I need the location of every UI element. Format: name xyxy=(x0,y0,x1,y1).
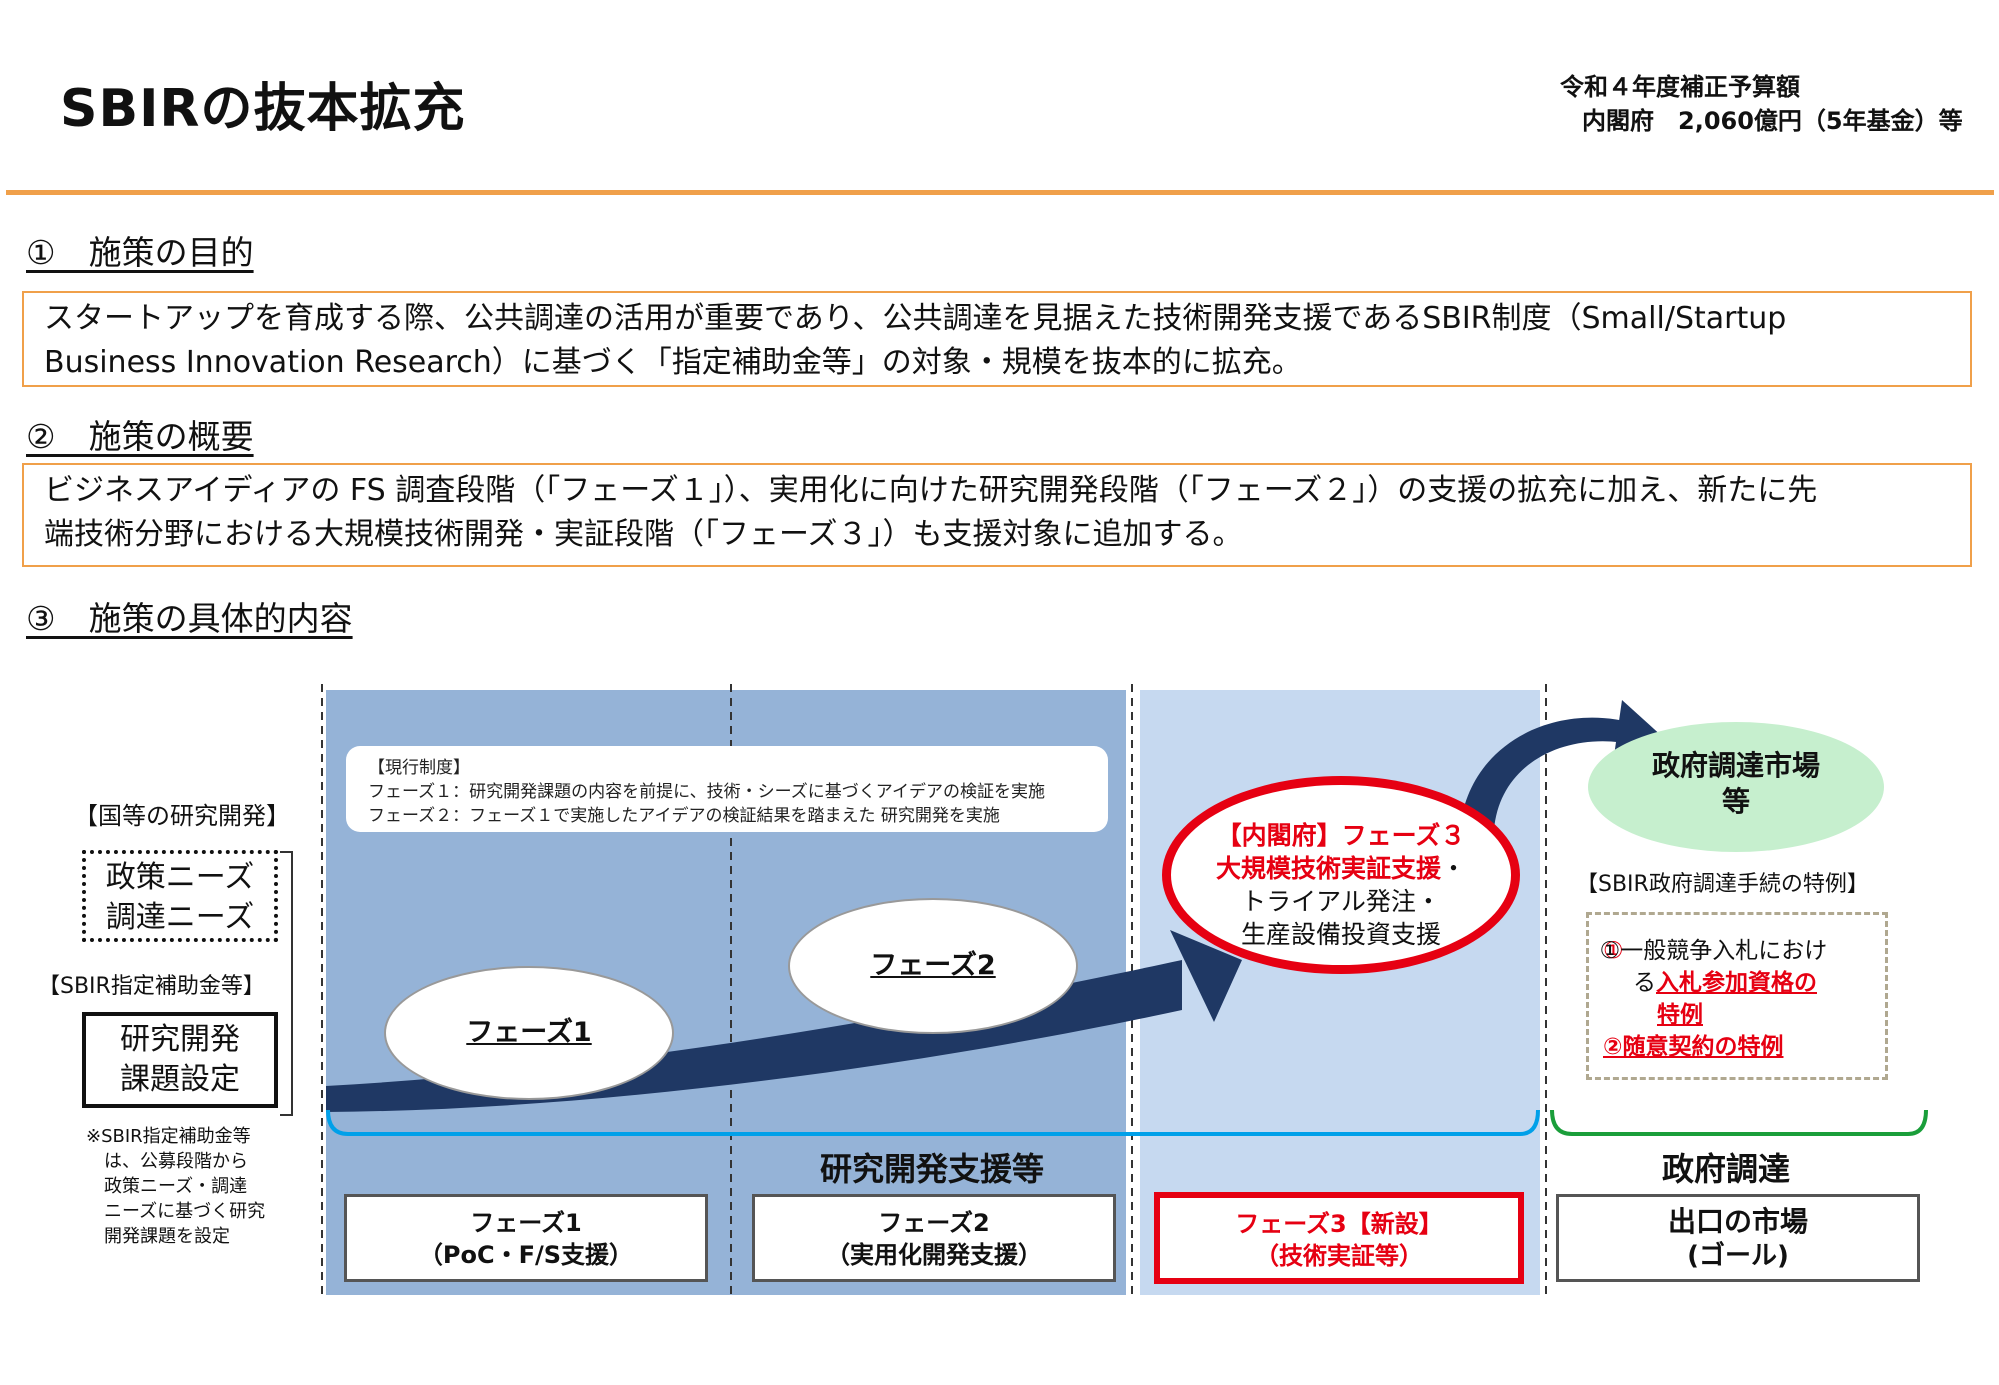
special-item-2: ②随意契約の特例 xyxy=(1603,1034,1784,1060)
note-line: 開発課題を設定 xyxy=(86,1226,230,1247)
purpose-text-2: Business Innovation Research）に基づく「指定補助金等… xyxy=(44,345,1302,380)
current-system-line-2: フェーズ２：フェーズ１で実施したアイデアの検証結果を踏まえた 研究開発を実施 xyxy=(368,806,1000,826)
special-item-1: ①①一般競争入札におけ xyxy=(1599,935,1885,967)
note-line: 政策ニーズ・調達 xyxy=(86,1176,248,1197)
overview-text-1: ビジネスアイディアの FS 調査段階（「フェーズ１」）、実用化に向けた研究開発段… xyxy=(44,473,1818,508)
goal-line-1: 出口の市場 xyxy=(1667,1205,1808,1238)
budget-line-2: 内閣府 2,060億円（5年基金）等 xyxy=(1582,107,1963,135)
special-procedures-box: ①①一般競争入札におけ る入札参加資格の 特例 ②随意契約の特例 xyxy=(1586,912,1888,1080)
market-line-1: 政府調達市場 xyxy=(1651,749,1820,782)
details-heading: ③ 施策の具体的内容 xyxy=(26,599,353,638)
goal-market-box: 出口の市場 (ゴール) xyxy=(1556,1194,1920,1282)
policy-needs: 政策ニーズ xyxy=(105,860,255,895)
phase1-box: フェーズ1 （PoC・F/S支援） xyxy=(344,1194,708,1282)
phase1-box-line-1: フェーズ1 xyxy=(470,1209,582,1237)
overview-text-2: 端技術分野における大規模技術開発・実証段階（「フェーズ３」）も支援対象に追加する… xyxy=(44,517,1243,552)
topic-setting-line-1: 研究開発 xyxy=(120,1022,240,1057)
special-item-1b: る xyxy=(1633,970,1656,996)
page-title: SBIRの抜本拡充 xyxy=(60,79,466,139)
special-item-1d: 特例 xyxy=(1657,1002,1703,1028)
current-system-box: 【現行制度】 フェーズ１：研究開発課題の内容を前提に、技術・シーズに基づくアイデ… xyxy=(346,746,1108,832)
phase3-box-line-2: （技術実証等） xyxy=(1255,1242,1423,1270)
budget-line-1: 令和４年度補正予算額 xyxy=(1560,73,1800,101)
special-item-1a: ①一般競争入札におけ xyxy=(1599,938,1828,964)
subsidy-note: ※SBIR指定補助金等 は、公募段階から 政策ニーズ・調達 ニーズに基づく研究 … xyxy=(86,1124,265,1249)
current-system-title: 【現行制度】 xyxy=(368,758,470,778)
topic-setting-box: 研究開発 課題設定 xyxy=(82,1012,278,1108)
label-sbir-subsidy: 【SBIR指定補助金等】 xyxy=(38,974,265,999)
special-item-1-cont: る入札参加資格の xyxy=(1603,967,1885,999)
header-divider xyxy=(6,190,1994,195)
phase3-box-line-1: フェーズ3【新設】 xyxy=(1235,1210,1443,1238)
label-national-rd: 【国等の研究開発】 xyxy=(74,802,290,830)
gov-procurement-label: 政府調達 xyxy=(1662,1150,1791,1188)
phase3-circle: 【内閣府】フェーズ３ 大規模技術実証支援・ トライアル発注・ 生産設備投資支援 xyxy=(1162,776,1520,974)
government-market-ellipse: 政府調達市場 等 xyxy=(1588,722,1884,852)
goal-line-2: (ゴール) xyxy=(1687,1241,1789,1271)
market-line-2: 等 xyxy=(1721,785,1750,818)
special-item-1c: 入札参加資格の xyxy=(1656,970,1817,996)
procurement-needs: 調達ニーズ xyxy=(105,900,255,935)
phase1-ellipse-label: フェーズ1 xyxy=(466,1017,592,1048)
phase2-ellipse: フェーズ2 xyxy=(788,898,1078,1034)
special-item-1-num: ① xyxy=(1603,938,1624,964)
phase3-box: フェーズ3【新設】 （技術実証等） xyxy=(1154,1192,1524,1284)
overview-heading: ② 施策の概要 xyxy=(26,417,254,456)
topic-setting-line-2: 課題設定 xyxy=(120,1062,240,1097)
phase2-box-line-2: （実用化開発支援） xyxy=(826,1241,1042,1269)
phase2-box: フェーズ2 （実用化開発支援） xyxy=(752,1194,1116,1282)
phase1-box-line-2: （PoC・F/S支援） xyxy=(418,1241,634,1269)
phase3-circle-line-1: 【内閣府】フェーズ３ xyxy=(1216,821,1466,850)
phase1-ellipse: フェーズ1 xyxy=(384,966,674,1100)
overview-box: ビジネスアイディアの FS 調査段階（「フェーズ１」）、実用化に向けた研究開発段… xyxy=(22,463,1972,567)
phase3-circle-line-3: トライアル発注・ xyxy=(1241,887,1441,916)
phase2-box-line-1: フェーズ2 xyxy=(878,1209,990,1237)
budget-info: 令和４年度補正予算額 内閣府 2,060億円（5年基金）等 xyxy=(1560,70,1963,138)
special-procedures-label: 【SBIR政府調達手続の特例】 xyxy=(1576,872,1869,897)
left-bracket xyxy=(280,851,293,1116)
phase2-ellipse-label: フェーズ2 xyxy=(870,950,996,981)
purpose-heading: ① 施策の目的 xyxy=(26,233,254,272)
phase3-circle-line-2-suffix: ・ xyxy=(1441,854,1467,883)
phase3-circle-line-2: 大規模技術実証支援 xyxy=(1215,854,1441,883)
purpose-box: スタートアップを育成する際、公共調達の活用が重要であり、公共調達を見据えた技術開… xyxy=(22,291,1972,387)
note-line: ※SBIR指定補助金等 xyxy=(86,1126,251,1147)
purpose-text-1: スタートアップを育成する際、公共調達の活用が重要であり、公共調達を見据えた技術開… xyxy=(44,301,1787,336)
note-line: ニーズに基づく研究 xyxy=(86,1201,266,1222)
phase3-circle-line-4: 生産設備投資支援 xyxy=(1240,920,1441,949)
note-line: は、公募段階から xyxy=(86,1151,248,1172)
needs-box: 政策ニーズ 調達ニーズ xyxy=(82,850,278,942)
special-item-1-end: 特例 xyxy=(1603,999,1885,1031)
current-system-line-1: フェーズ１：研究開発課題の内容を前提に、技術・シーズに基づくアイデアの検証を実施 xyxy=(368,782,1045,802)
rd-support-label: 研究開発支援等 xyxy=(820,1150,1045,1188)
